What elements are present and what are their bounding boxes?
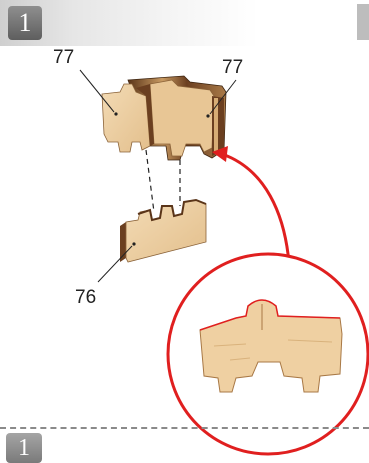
alignment-guide-left <box>146 150 154 212</box>
part-label-77-right: 77 <box>222 57 243 79</box>
leader-line-76 <box>98 246 132 282</box>
next-step-number-badge: 1 <box>6 433 42 463</box>
part-76 <box>120 200 206 262</box>
part-77-marker-right <box>206 114 209 117</box>
leader-line-77-left <box>80 70 114 112</box>
part-label-77-left: 77 <box>53 47 74 69</box>
part-77-assembly <box>102 76 226 160</box>
step-divider <box>0 427 369 429</box>
part-76-marker <box>132 242 135 245</box>
part-label-76: 76 <box>75 287 96 309</box>
part-77-marker-left <box>114 112 117 115</box>
part-76-body <box>126 200 206 262</box>
